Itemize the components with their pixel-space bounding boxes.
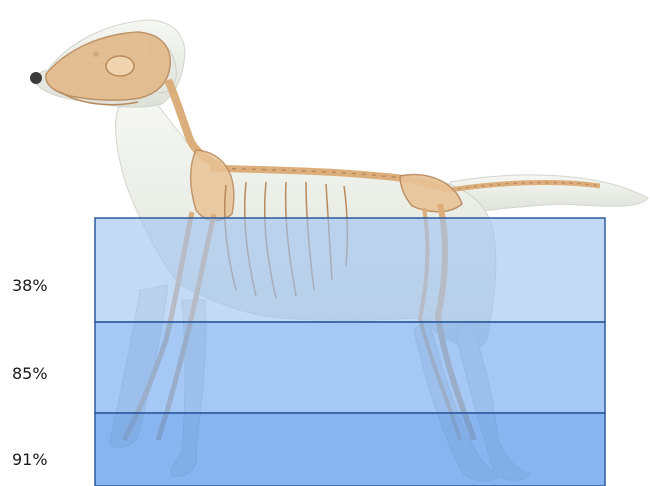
band-bottom (95, 413, 605, 486)
band-middle (95, 322, 605, 413)
band-label-bottom: 91% (12, 450, 48, 469)
band-label-top: 38% (12, 276, 48, 295)
band-top (95, 218, 605, 322)
water-bands (95, 218, 605, 486)
band-label-middle: 85% (12, 364, 48, 383)
